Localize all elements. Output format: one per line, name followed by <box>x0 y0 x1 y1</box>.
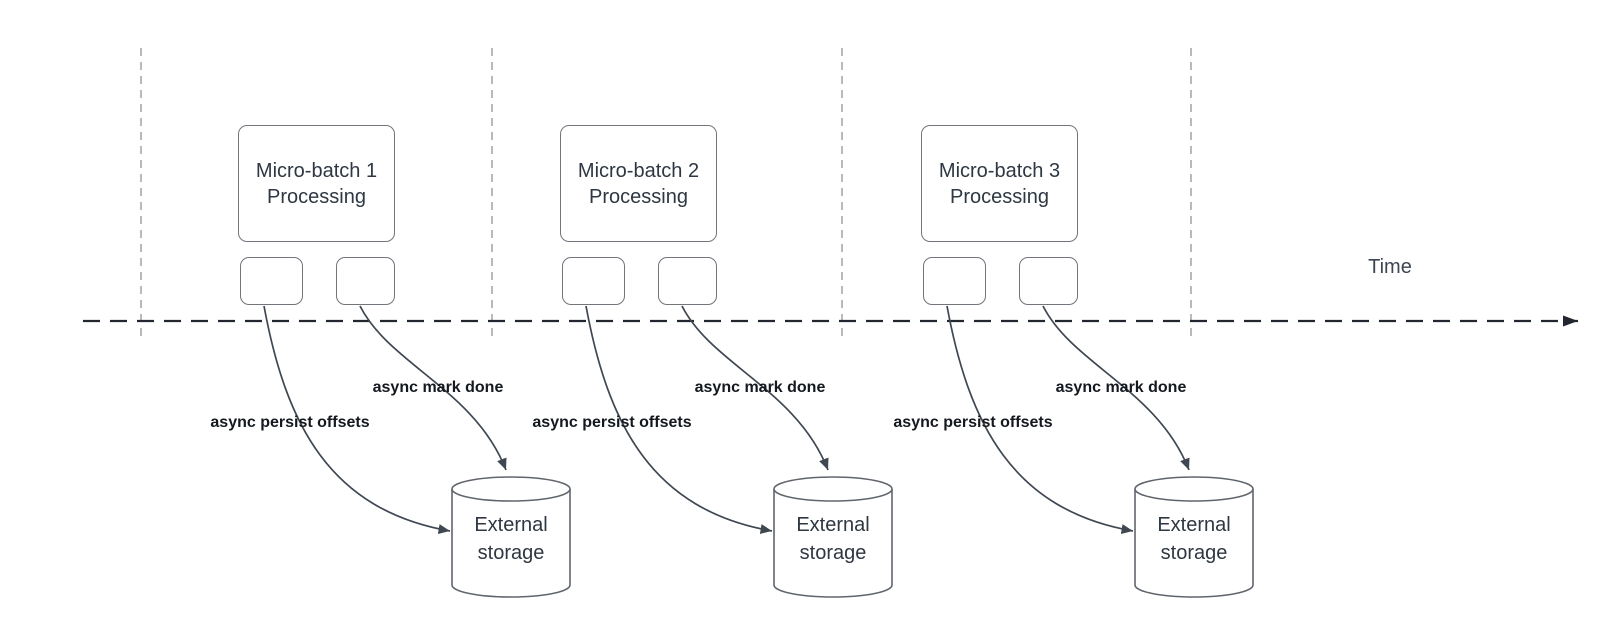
mark-done-task-box-1 <box>336 257 395 305</box>
mark-done-arrow-2 <box>681 305 829 471</box>
micro-batch-3-subtitle: Processing <box>950 185 1049 208</box>
group-1-wires <box>263 305 571 598</box>
group-2-wires <box>585 305 893 598</box>
micro-batch-3-box: Micro-batch 3 Processing <box>921 125 1078 242</box>
mark-done-task-box-2 <box>658 257 717 305</box>
external-storage-cylinder-1 <box>451 489 571 598</box>
external-storage-cylinder-2-top <box>773 476 893 502</box>
micro-batch-2-subtitle: Processing <box>589 185 688 208</box>
micro-batch-2-title: Micro-batch 2 <box>577 159 700 182</box>
micro-batch-2-box: Micro-batch 2 Processing <box>560 125 717 242</box>
mark-done-arrow-3 <box>1042 305 1190 471</box>
mark-done-task-box-3 <box>1019 257 1078 305</box>
time-label: Time <box>1368 256 1412 278</box>
micro-batch-3-title: Micro-batch 3 <box>938 159 1061 182</box>
external-storage-label-1: External storage <box>474 514 548 564</box>
external-storage-cylinder-3 <box>1134 489 1254 598</box>
mark-done-label-1: async mark done <box>372 379 504 396</box>
external-storage-cylinder-1-top <box>451 476 571 502</box>
micro-batch-1-title: Micro-batch 1 <box>255 159 378 182</box>
micro-batch-1-subtitle: Processing <box>267 185 366 208</box>
mark-done-label-2: async mark done <box>694 379 826 396</box>
persist-task-box-3 <box>923 257 986 305</box>
mark-done-label-3: async mark done <box>1055 379 1187 396</box>
group-3-wires <box>946 305 1254 598</box>
external-storage-cylinder-3-top <box>1134 476 1254 502</box>
persist-offsets-label-3: async persist offsets <box>893 414 1053 431</box>
persist-task-box-2 <box>562 257 625 305</box>
persist-offsets-arrow-1 <box>263 305 451 534</box>
persist-task-box-1 <box>240 257 303 305</box>
persist-offsets-arrow-3 <box>946 305 1134 534</box>
external-storage-label-3: External storage <box>1157 514 1231 564</box>
micro-batch-1-box: Micro-batch 1 Processing <box>238 125 395 242</box>
mark-done-arrow-1 <box>359 305 507 471</box>
external-storage-label-2: External storage <box>796 514 870 564</box>
persist-offsets-label-2: async persist offsets <box>532 414 692 431</box>
persist-offsets-arrow-2 <box>585 305 773 534</box>
persist-offsets-label-1: async persist offsets <box>210 414 370 431</box>
external-storage-cylinder-2 <box>773 489 893 598</box>
